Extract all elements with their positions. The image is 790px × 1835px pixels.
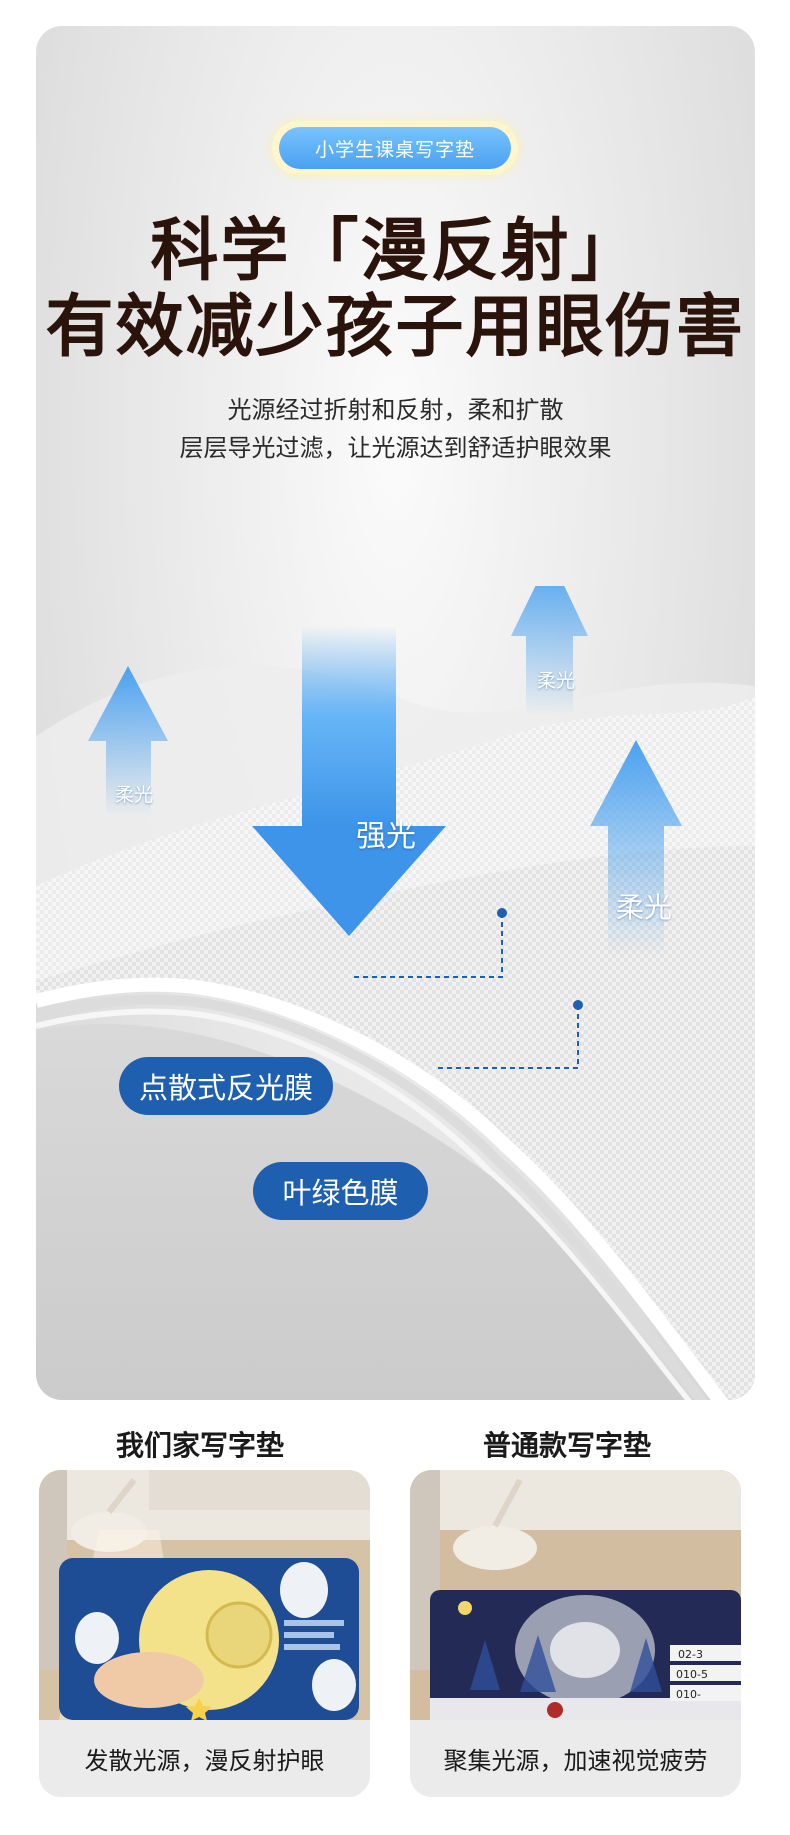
soft-light-label-right: 柔光 [615, 891, 672, 924]
regular-caption: 聚集光源，加速视觉疲劳 [410, 1720, 741, 1797]
headline-line2: 有效减少孩子用眼伤害 [45, 288, 746, 367]
date-2: 010-5 [676, 1668, 708, 1681]
ours-caption: 发散光源，漫反射护眼 [39, 1720, 370, 1797]
date-3: 010- [676, 1688, 701, 1701]
ours-title: 我们家写字垫 [115, 1429, 284, 1462]
layer-tag-reflective-film: 点散式反光膜 [119, 1057, 333, 1115]
strong-light-arrow [252, 626, 446, 936]
subline-2: 层层导光过滤，让光源达到舒适护眼效果 [179, 434, 612, 462]
soft-light-arrow-left [88, 666, 168, 816]
regular-title: 普通款写字垫 [482, 1429, 651, 1462]
hero-panel: 小学生课桌写字垫 科学「漫反射」 有效减少孩子用眼伤害 光源经过折射和反射，柔和… [36, 26, 755, 1400]
subline-1: 光源经过折射和反射，柔和扩散 [227, 396, 564, 424]
leader-lines [354, 908, 583, 1069]
strong-light-label: 强光 [356, 819, 416, 854]
ours-photo [39, 1470, 370, 1720]
headline-line1: 科学「漫反射」 [150, 212, 641, 291]
soft-light-label-left: 柔光 [114, 784, 153, 806]
regular-photo: 02-3 010-5 010- [410, 1470, 741, 1720]
product-badge: 小学生课桌写字垫 [272, 121, 518, 175]
soft-light-label-top: 柔光 [536, 670, 575, 692]
soft-light-arrow-top [511, 586, 588, 716]
ours-card: 发散光源，漫反射护眼 [39, 1470, 370, 1797]
layer-tag-green-film: 叶绿色膜 [253, 1162, 428, 1220]
diffuse-reflection-diagram [36, 586, 755, 1400]
fabric-sheet [36, 696, 755, 1400]
product-badge-label: 小学生课桌写字垫 [279, 127, 511, 169]
regular-card: 02-3 010-5 010- 聚集光源，加速视觉疲劳 [410, 1470, 741, 1797]
soft-light-arrow-right [590, 740, 682, 956]
date-1: 02-3 [678, 1648, 703, 1661]
